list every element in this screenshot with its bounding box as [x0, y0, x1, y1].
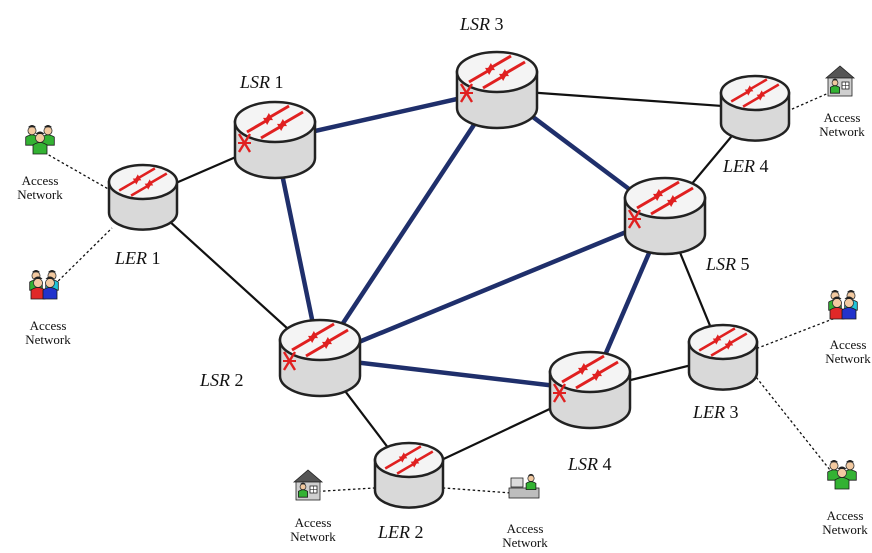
user-group-icon [25, 124, 55, 155]
access-label-line2: Network [825, 351, 871, 366]
label-lsr1-number: 1 [270, 72, 284, 92]
label-ler1-number: 1 [147, 248, 161, 268]
access-links [39, 87, 844, 495]
label-ler4: LER 4 [722, 156, 769, 176]
routers [107, 50, 791, 509]
label-lsr2-number: 2 [230, 370, 244, 390]
label-ler4-prefix: LER [722, 156, 755, 176]
ler-router-3-icon [687, 323, 759, 391]
lsr-router-4-icon [548, 350, 632, 430]
label-lsr3-number: 3 [490, 14, 504, 34]
lsr-router-3-icon [455, 50, 539, 130]
core-link-lsr2-lsr4 [319, 355, 591, 393]
access-label-line2: Network [819, 124, 865, 139]
access-label-line2: Network [502, 535, 548, 550]
label-ler3: LER 3 [692, 402, 739, 422]
label-lsr1: LSR 1 [239, 72, 284, 92]
access-label-line1: Access [30, 318, 67, 333]
label-lsr2: LSR 2 [199, 370, 244, 390]
core-link-lsr2-lsr5 [319, 213, 666, 361]
label-lsr4-prefix: LSR [567, 454, 598, 474]
office-icon [508, 473, 540, 499]
access-label-line1: Access [830, 337, 867, 352]
access-label-line2: Network [290, 529, 336, 544]
label-lsr4-number: 4 [598, 454, 612, 474]
core-link-lsr3-lsr2 [318, 88, 499, 360]
ler-router-2-icon [373, 441, 445, 509]
label-ler3-number: 3 [725, 402, 739, 422]
home-icon [292, 469, 324, 501]
home-icon [824, 65, 856, 97]
label-ler2-prefix: LER [377, 522, 410, 542]
label-lsr3: LSR 3 [459, 14, 504, 34]
access-label-line1: Access [295, 515, 332, 530]
label-lsr5-number: 5 [736, 254, 750, 274]
access-label-line2: Network [17, 187, 63, 202]
access-link-an-ler3-b [751, 371, 843, 486]
label-lsr4: LSR 4 [567, 454, 612, 474]
label-lsr2-prefix: LSR [199, 370, 230, 390]
access-label-line1: Access [507, 521, 544, 536]
lsr-router-5-icon [623, 176, 707, 256]
label-ler3-prefix: LER [692, 402, 725, 422]
access-label-line1: Access [824, 110, 861, 125]
user-group-multicolor-icon [828, 289, 858, 320]
label-lsr5-prefix: LSR [705, 254, 736, 274]
label-lsr5: LSR 5 [705, 254, 750, 274]
ler-router-4-icon [719, 74, 791, 142]
label-ler4-number: 4 [755, 156, 769, 176]
label-ler2-number: 2 [410, 522, 424, 542]
access-label-line2: Network [822, 522, 868, 537]
access-label-line1: Access [827, 508, 864, 523]
access-label-line1: Access [22, 173, 59, 188]
access-link-an-ler2-b [443, 487, 526, 495]
access-link-an-ler1-a [39, 149, 111, 191]
lsr-router-1-icon [233, 100, 317, 180]
label-ler1-prefix: LER [114, 248, 147, 268]
edge-link-lsr3-ler4 [496, 88, 756, 110]
user-group-icon [827, 459, 857, 490]
label-ler1: LER 1 [114, 248, 161, 268]
label-ler2: LER 2 [377, 522, 424, 542]
label-lsr3-prefix: LSR [459, 14, 490, 34]
access-label-line2: Network [25, 332, 71, 347]
user-group-multicolor-icon [29, 269, 59, 300]
ler-router-1-icon [107, 163, 179, 231]
access-link-an-ler3-a [757, 314, 844, 349]
lsr-router-2-icon [278, 318, 362, 398]
label-lsr1-prefix: LSR [239, 72, 270, 92]
access-link-an-ler4 [789, 87, 841, 111]
